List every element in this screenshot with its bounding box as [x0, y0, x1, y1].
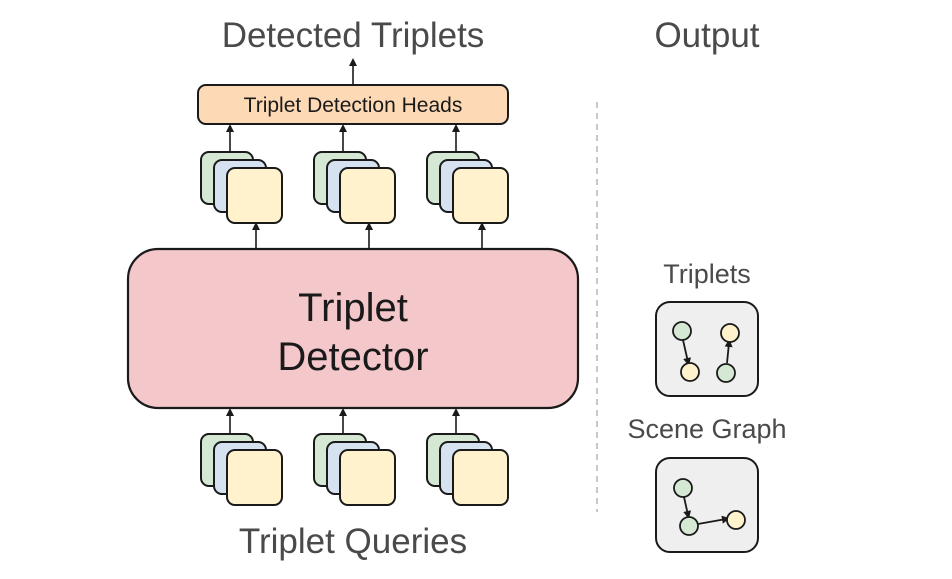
scene-graph-label: Scene Graph — [627, 414, 786, 444]
upper-query-stack-2 — [313, 124, 396, 248]
triplets-icon — [655, 301, 759, 397]
upper-query-stack-1 — [200, 124, 283, 248]
upper-query-stack-3 — [426, 124, 509, 248]
detector-label-line1: Triplet — [298, 286, 408, 330]
detection-heads-label: Triplet Detection Heads — [244, 94, 463, 117]
lower-query-stack-1 — [200, 408, 283, 506]
lower-query-stack-2 — [313, 408, 396, 506]
detection-heads-box: Triplet Detection Heads — [197, 84, 509, 125]
triplets-label: Triplets — [663, 259, 751, 289]
triplet-detector-box: Triplet Detector — [126, 247, 580, 410]
lower-query-stack-3 — [426, 408, 509, 506]
output-label: Output — [654, 16, 759, 55]
scene-graph-icon — [655, 457, 759, 553]
triplet-queries-label: Triplet Queries — [239, 522, 467, 561]
detector-label-line2: Detector — [277, 335, 428, 379]
detected-triplets-label: Detected Triplets — [222, 16, 485, 55]
